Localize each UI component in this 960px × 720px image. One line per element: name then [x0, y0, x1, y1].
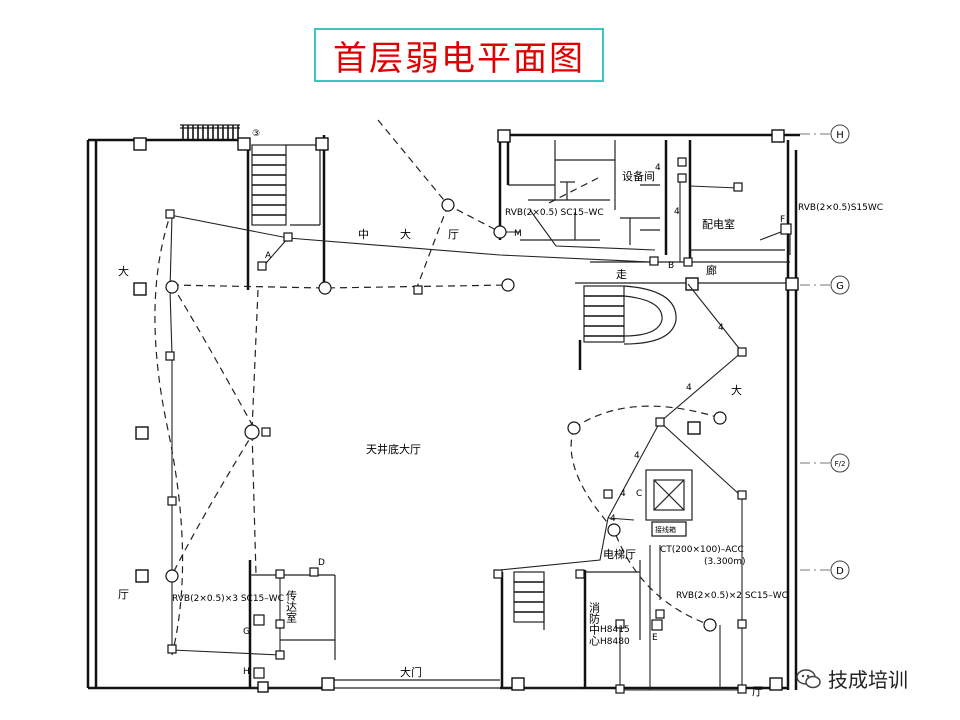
marker-c: C: [636, 489, 642, 499]
label-left-hall-1: 大: [118, 264, 129, 278]
small-rooms: [248, 560, 641, 688]
axis-label-g: G: [836, 281, 844, 292]
label-middle-hall-1: 中: [358, 228, 369, 241]
marker-g: G: [243, 627, 250, 637]
count-7: 4: [610, 514, 616, 524]
count-3: 4: [718, 323, 724, 333]
count-1: 4: [655, 163, 661, 173]
marker-h: H: [243, 667, 250, 677]
wechat-icon: [796, 668, 821, 688]
axis-label-d: D: [836, 566, 844, 577]
marker-b: B: [668, 261, 674, 271]
speaker-circuits: [154, 119, 721, 656]
label-corridor-b: 廊: [706, 263, 717, 277]
columns: [133, 129, 799, 693]
label-right-hall-2: 厅: [752, 685, 763, 698]
watermark-text: 技成培训: [828, 668, 908, 692]
marker-e: E: [652, 633, 658, 643]
count-4: 4: [686, 383, 692, 393]
room-equipment: 设备间: [622, 169, 655, 183]
count-2: 4: [674, 207, 680, 217]
device-h8480: H8480: [600, 637, 630, 647]
page-title: 首层弱电平面图: [333, 38, 585, 79]
bottom-stair: [500, 571, 545, 688]
title-box: 首层弱电平面图: [314, 28, 604, 82]
room-main-gate: 大门: [400, 665, 422, 679]
label-left-hall-2: 厅: [118, 588, 129, 601]
left-stair: [246, 135, 326, 290]
elevator-shaft: [645, 469, 693, 537]
marker-m: M: [514, 229, 522, 239]
label-right-hall-1: 大: [731, 383, 742, 397]
room-elevator-hall: 电梯厅: [603, 548, 636, 561]
room-atrium: 天井底大厅: [366, 442, 421, 456]
count-6: 4: [620, 489, 626, 499]
axis-label-f2: F/2: [835, 460, 846, 468]
top-fence: [180, 125, 240, 140]
cable-label-6: (3.300m): [704, 557, 746, 567]
axis-bubble-g: G: [830, 275, 850, 295]
fire-box-label: 接线箱: [655, 525, 676, 534]
marker-f: F: [780, 215, 785, 225]
axis-bubble-f2: F/2: [830, 453, 850, 473]
watermark: 技成培训: [796, 664, 908, 693]
outlet-boxes: [165, 157, 792, 694]
label-corridor-a: 走: [616, 268, 627, 281]
axis-label-h: H: [836, 130, 844, 141]
label-middle-hall-2: 大: [400, 227, 411, 241]
count-5: 4: [634, 451, 640, 461]
cable-label-1: RVB(2×0.5) SC15–WC: [505, 208, 604, 218]
cable-label-3: RVB(2×0.5)×3 SC15–WC: [172, 594, 284, 604]
label-middle-hall-3: 厅: [448, 228, 459, 241]
marker-d: D: [318, 558, 325, 568]
grid-lines: [800, 133, 830, 571]
right-stair: [583, 285, 677, 345]
top-right-rooms: [498, 135, 785, 260]
axis-bubble-d: D: [830, 560, 850, 580]
cable-label-2: RVB(2×0.5)S15WC: [798, 203, 883, 213]
room-reception: 传达室: [285, 590, 298, 623]
cable-label-5: CT(200×100)–ACC: [660, 545, 744, 555]
room-fire-control: 消防中心: [588, 601, 601, 646]
device-h8415: H8415: [600, 625, 630, 635]
axis-bubble-h: H: [830, 124, 850, 144]
speakers: [165, 198, 727, 632]
axis-label-3: ③: [252, 129, 260, 139]
marker-a: A: [265, 251, 272, 261]
room-distribution: 配电室: [702, 217, 735, 231]
cable-label-4: RVB(2×0.5)×2 SC15–WC: [676, 591, 788, 601]
